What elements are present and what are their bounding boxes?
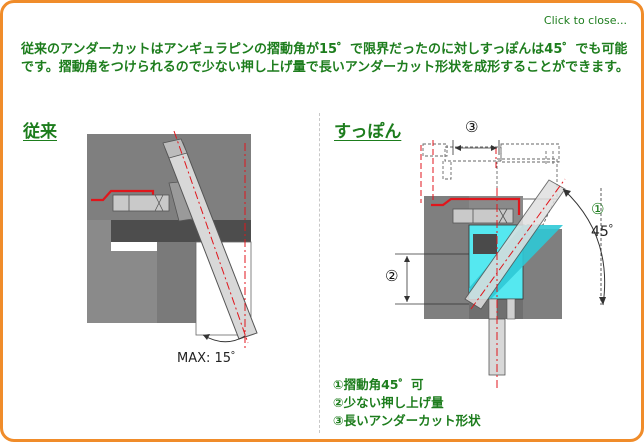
angle-value-label: 45゜ [591, 224, 623, 240]
legend-item: ①摺動角45゜可 [333, 377, 424, 392]
max-angle-label: MAX: 15゜ [177, 351, 245, 366]
legend-item: ③長いアンダーカット形状 [333, 413, 481, 428]
intro-text: 従来のアンダーカットはアンギュラピンの摺動角が15゜で限界だったのに対しすっぽん… [21, 42, 629, 75]
close-link[interactable]: Click to close... [543, 14, 627, 27]
suppon-mold [395, 140, 606, 388]
section-title-conventional: 従来 [23, 122, 57, 142]
feature-legend: ①摺動角45゜可 ②少ない押し上げ量 ③長いアンダーカット形状 [333, 376, 481, 430]
conventional-mold [87, 130, 258, 348]
section-divider [319, 113, 320, 433]
mold-diagram [87, 130, 606, 388]
marker-2-label: ② [385, 267, 399, 285]
section-title-suppon: すっぽん [334, 122, 402, 142]
angle-marker-1: ① [591, 200, 605, 218]
legend-item: ②少ない押し上げ量 [333, 395, 444, 410]
marker-3-label: ③ [465, 118, 479, 136]
